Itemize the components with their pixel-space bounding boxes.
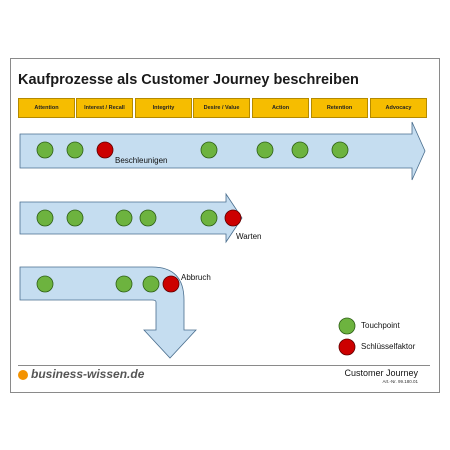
- touchpoint-circle: [115, 209, 133, 227]
- touchpoint-circle: [66, 209, 84, 227]
- footer-doc-title: Customer Journey: [344, 368, 418, 378]
- touchpoint-circle: [256, 141, 274, 159]
- phase-desire: Desire / Value: [193, 98, 250, 118]
- footer-divider: [18, 365, 430, 366]
- key-factor-circle: [162, 275, 180, 293]
- touchpoint-circle: [291, 141, 309, 159]
- phase-interest: Interest / Recall: [76, 98, 133, 118]
- footer-art-nr: Art.-Nr. 99.180.01: [382, 379, 418, 384]
- phase-integrity: Integrity: [135, 98, 192, 118]
- label-beschleunigen: Beschleunigen: [115, 156, 168, 165]
- label-abbruch: Abbruch: [181, 273, 211, 282]
- label-warten: Warten: [236, 232, 262, 241]
- touchpoint-circle: [36, 275, 54, 293]
- legend-key-factor-marker: [338, 338, 356, 356]
- phase-attention: Attention: [18, 98, 75, 118]
- touchpoint-circle: [142, 275, 160, 293]
- legend-touchpoint-marker: [338, 317, 356, 335]
- legend-key-factor-label: Schlüsselfaktor: [361, 342, 416, 351]
- brand-logo-dot: [18, 370, 28, 380]
- page-title: Kaufprozesse als Customer Journey beschr…: [18, 72, 359, 88]
- key-factor-circle: [96, 141, 114, 159]
- touchpoint-circle: [200, 141, 218, 159]
- touchpoint-circle: [36, 209, 54, 227]
- phase-retention: Retention: [311, 98, 368, 118]
- phase-action: Action: [252, 98, 309, 118]
- journey-arrow-full: [19, 121, 426, 181]
- touchpoint-circle: [115, 275, 133, 293]
- touchpoint-circle: [331, 141, 349, 159]
- touchpoint-circle: [200, 209, 218, 227]
- key-factor-circle: [224, 209, 242, 227]
- touchpoint-circle: [36, 141, 54, 159]
- touchpoint-circle: [66, 141, 84, 159]
- phase-advocacy: Advocacy: [370, 98, 427, 118]
- brand-logo-text: business-wissen.de: [31, 367, 145, 381]
- touchpoint-circle: [139, 209, 157, 227]
- legend-touchpoint-label: Touchpoint: [361, 321, 400, 330]
